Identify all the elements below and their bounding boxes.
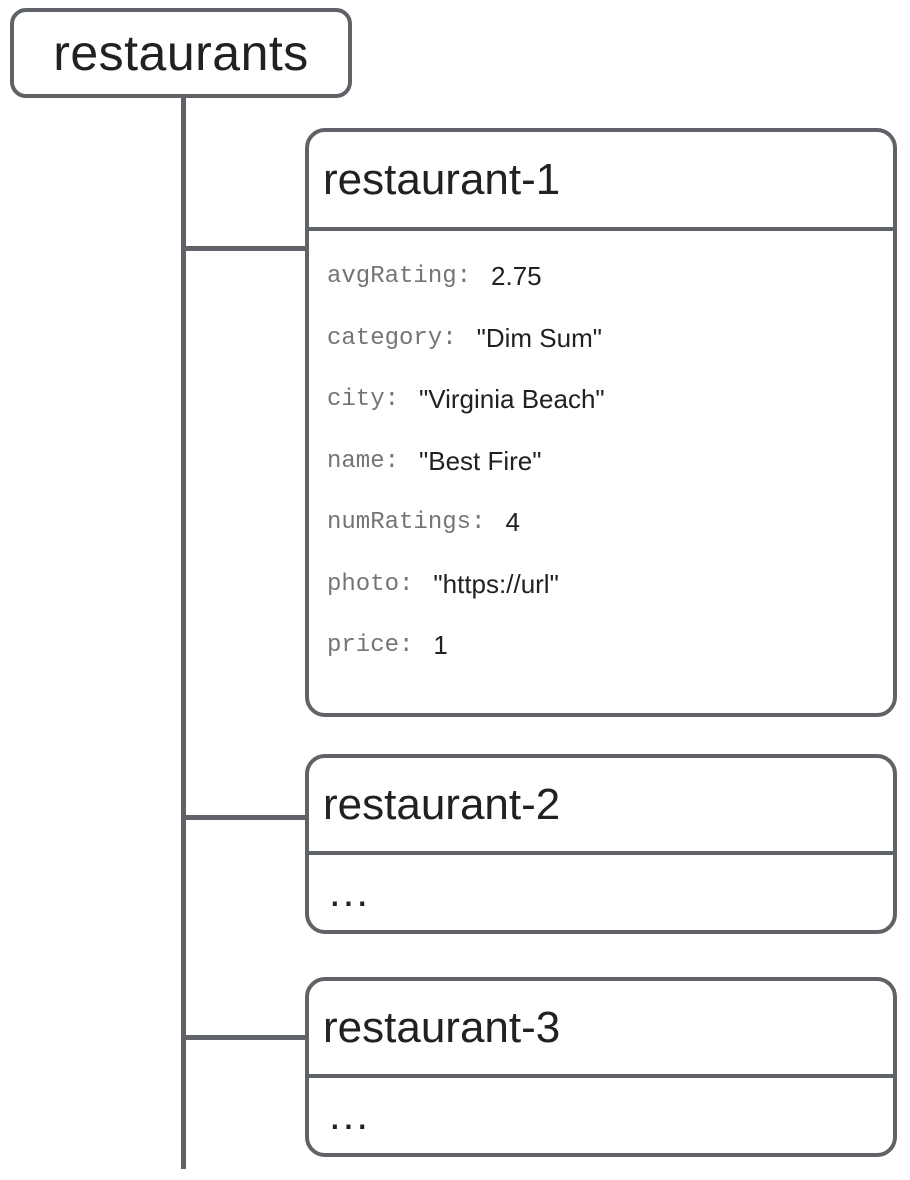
field-row-numRatings: numRatings: 4 — [327, 492, 893, 554]
node-title-restaurant-3: restaurant-3 — [309, 981, 893, 1078]
field-row-category: category: "Dim Sum" — [327, 308, 893, 370]
node-card-restaurant-1: restaurant-1 avgRating: 2.75 category: "… — [305, 128, 897, 717]
field-value: 2.75 — [491, 261, 542, 292]
field-value: "https://url" — [433, 568, 559, 599]
tree-trunk-line — [181, 97, 186, 1169]
field-key: city: — [327, 386, 400, 414]
field-row-photo: photo: "https://url" — [327, 554, 893, 616]
node-card-restaurant-2: restaurant-2 ... — [305, 754, 897, 934]
field-row-price: price: 1 — [327, 615, 893, 677]
node-title-label: restaurant-1 — [323, 154, 561, 204]
collapsed-fields-ellipsis: ... — [329, 1090, 371, 1138]
field-value: 1 — [433, 630, 448, 661]
connector-restaurant-1 — [181, 246, 309, 251]
field-key: numRatings: — [327, 509, 486, 537]
node-card-restaurant-3: restaurant-3 ... — [305, 977, 897, 1157]
field-value: 4 — [505, 507, 520, 538]
connector-restaurant-3 — [181, 1035, 309, 1040]
field-value: "Dim Sum" — [476, 322, 602, 353]
root-node-restaurants: restaurants — [10, 8, 352, 98]
node-title-label: restaurant-3 — [323, 1002, 561, 1052]
field-key: avgRating: — [327, 263, 472, 291]
root-node-label: restaurants — [53, 25, 309, 81]
node-title-restaurant-2: restaurant-2 — [309, 758, 893, 855]
field-key: photo: — [327, 570, 414, 598]
field-key: category: — [327, 324, 457, 352]
field-value: "Virginia Beach" — [419, 384, 605, 415]
field-value: "Best Fire" — [419, 445, 542, 476]
field-row-city: city: "Virginia Beach" — [327, 369, 893, 431]
field-key: name: — [327, 447, 400, 475]
field-row-name: name: "Best Fire" — [327, 431, 893, 493]
connector-restaurant-2 — [181, 815, 309, 820]
node-title-label: restaurant-2 — [323, 779, 561, 829]
field-row-avgRating: avgRating: 2.75 — [327, 246, 893, 308]
node-fields: avgRating: 2.75 category: "Dim Sum" city… — [309, 231, 893, 677]
field-key: price: — [327, 632, 414, 660]
node-title-restaurant-1: restaurant-1 — [309, 132, 893, 231]
collapsed-fields-ellipsis: ... — [329, 867, 371, 915]
